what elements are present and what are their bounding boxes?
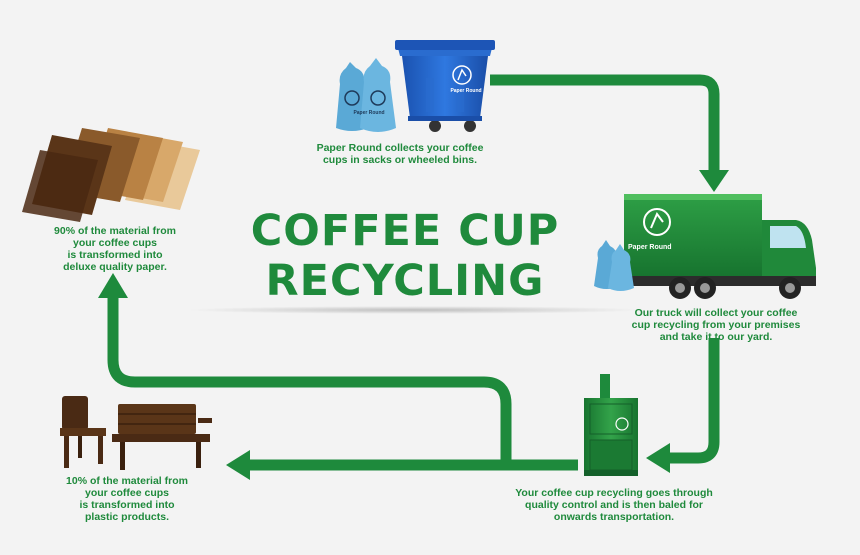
chair-illustration	[60, 396, 106, 468]
bench-illustration	[112, 404, 212, 470]
truck-sacks-illustration	[594, 240, 634, 291]
caption-paper: 90% of the material from your coffee cup…	[54, 225, 176, 273]
arrow-baler-to-paper	[98, 273, 512, 465]
caption-collect: Paper Round collects your coffee cups in…	[316, 142, 484, 166]
truck-brand-label: Paper Round	[628, 244, 672, 251]
truck-illustration	[624, 194, 816, 299]
title-divider	[185, 306, 645, 314]
caption-truck: Our truck will collect your coffee cup r…	[631, 307, 801, 343]
caption-baler: Your coffee cup recycling goes through q…	[515, 487, 713, 523]
sacks-illustration	[336, 58, 396, 132]
sack-brand-label: Paper Round	[353, 110, 385, 116]
caption-plastic: 10% of the material from your coffee cup…	[66, 475, 188, 523]
bin-brand-label: Paper Round	[450, 88, 482, 94]
title-line-1: COFFEE CUP	[250, 206, 560, 256]
paper-sheets-illustration	[22, 128, 200, 222]
arrow-baler-to-plastic	[226, 450, 578, 480]
arrow-bin-to-truck	[490, 74, 729, 192]
baler-illustration	[584, 374, 638, 476]
wheeled-bin-illustration	[395, 40, 495, 132]
title-line-2: RECYCLING	[265, 256, 545, 306]
arrow-truck-to-baler	[646, 338, 720, 473]
